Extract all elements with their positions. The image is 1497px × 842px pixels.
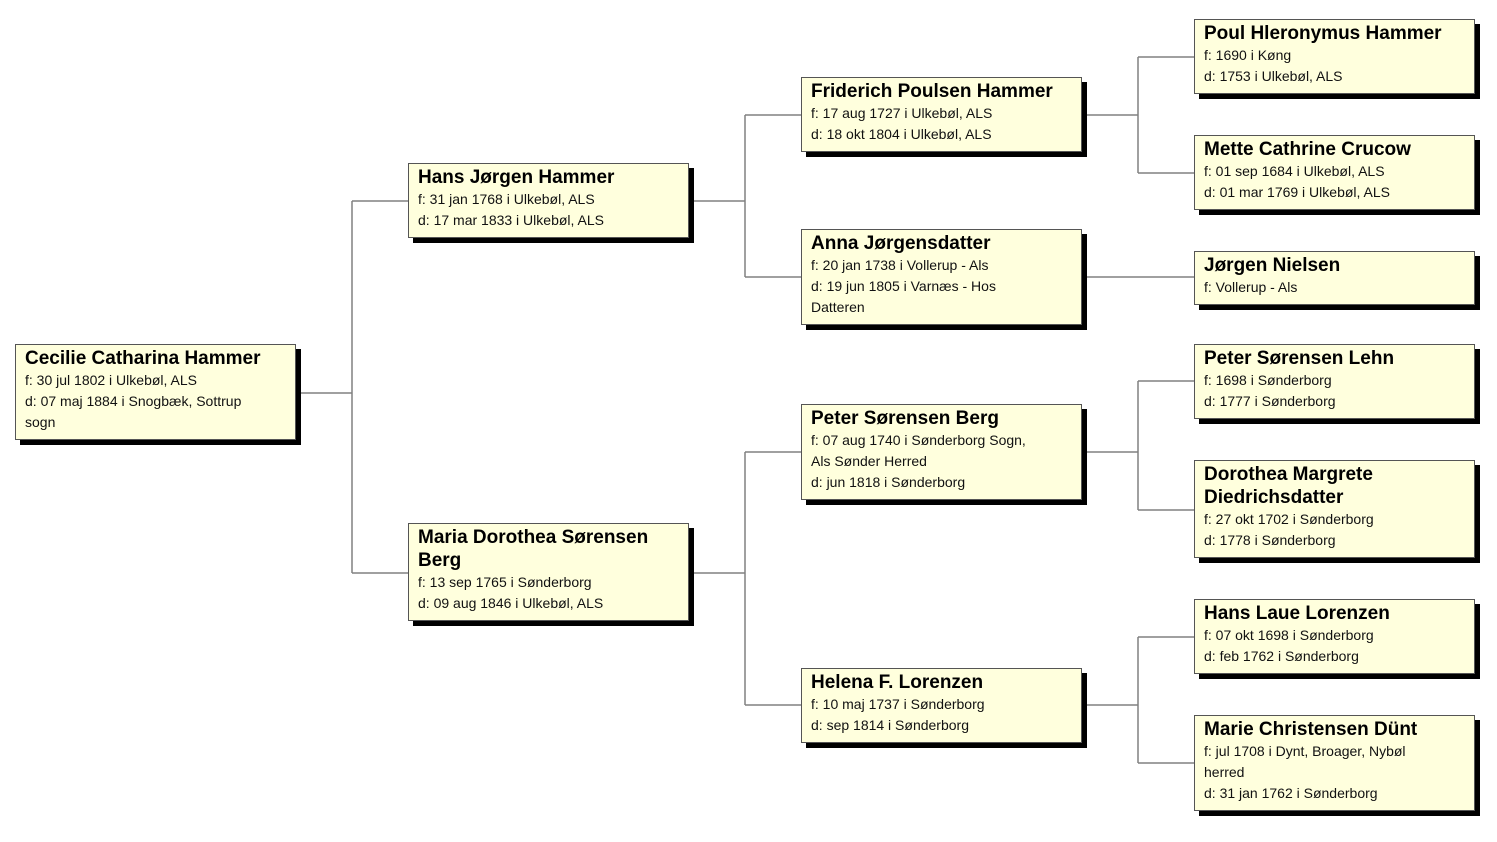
person-name: Peter Sørensen Lehn	[1204, 348, 1395, 369]
person-name: Hans Laue Lorenzen	[1204, 603, 1390, 624]
birth-info: f: 27 okt 1702 i Sønderborg	[1204, 511, 1374, 527]
death-info: d: 19 jun 1805 i Varnæs - Hos	[811, 278, 996, 294]
death-info: d: 1753 i Ulkebøl, ALS	[1204, 68, 1343, 84]
person-box-marie-christensen-dunt[interactable]: Marie Christensen Dünt f: jul 1708 i Dyn…	[1194, 715, 1475, 811]
person-box-hans-laue-lorenzen[interactable]: Hans Laue Lorenzen f: 07 okt 1698 i Sønd…	[1194, 599, 1475, 674]
person-name: Dorothea Margrete	[1204, 464, 1373, 485]
birth-info-continued: herred	[1204, 764, 1245, 780]
birth-info: f: 07 okt 1698 i Sønderborg	[1204, 627, 1374, 643]
person-box-anna-jorgensdatter[interactable]: Anna Jørgensdatter f: 20 jan 1738 i Voll…	[801, 229, 1082, 325]
person-name: Mette Cathrine Crucow	[1204, 139, 1411, 160]
birth-info: f: 1690 i Køng	[1204, 47, 1292, 63]
birth-info: f: Vollerup - Als	[1204, 279, 1298, 295]
death-info: d: jun 1818 i Sønderborg	[811, 474, 966, 490]
death-info: d: 1777 i Sønderborg	[1204, 393, 1336, 409]
person-box-poul-hleronymus-hammer[interactable]: Poul Hleronymus Hammer f: 1690 i Køng d:…	[1194, 19, 1475, 94]
person-box-cecilie-catharina-hammer[interactable]: Cecilie Catharina Hammer f: 30 jul 1802 …	[15, 344, 296, 440]
death-info: d: 09 aug 1846 i Ulkebøl, ALS	[418, 595, 604, 611]
death-info: d: 01 mar 1769 i Ulkebøl, ALS	[1204, 184, 1390, 200]
person-name: Helena F. Lorenzen	[811, 672, 984, 693]
birth-info: f: jul 1708 i Dynt, Broager, Nybøl	[1204, 743, 1406, 759]
person-box-helena-f-lorenzen[interactable]: Helena F. Lorenzen f: 10 maj 1737 i Sønd…	[801, 668, 1082, 743]
birth-info: f: 30 jul 1802 i Ulkebøl, ALS	[25, 372, 197, 388]
person-name: Jørgen Nielsen	[1204, 255, 1341, 276]
person-box-hans-jorgen-hammer[interactable]: Hans Jørgen Hammer f: 31 jan 1768 i Ulke…	[408, 163, 689, 238]
person-name-continued: Diedrichsdatter	[1204, 487, 1344, 508]
birth-info: f: 20 jan 1738 i Vollerup - Als	[811, 257, 989, 273]
person-box-peter-sorensen-berg[interactable]: Peter Sørensen Berg f: 07 aug 1740 i Søn…	[801, 404, 1082, 500]
person-box-jorgen-nielsen[interactable]: Jørgen Nielsen f: Vollerup - Als	[1194, 251, 1475, 305]
person-name: Anna Jørgensdatter	[811, 233, 991, 254]
person-box-mette-cathrine-crucow[interactable]: Mette Cathrine Crucow f: 01 sep 1684 i U…	[1194, 135, 1475, 210]
death-info: d: sep 1814 i Sønderborg	[811, 717, 969, 733]
death-info: d: 31 jan 1762 i Sønderborg	[1204, 785, 1378, 801]
death-info: d: feb 1762 i Sønderborg	[1204, 648, 1359, 664]
person-name: Marie Christensen Dünt	[1204, 719, 1418, 740]
death-info: d: 17 mar 1833 i Ulkebøl, ALS	[418, 212, 604, 228]
person-name: Hans Jørgen Hammer	[418, 167, 615, 188]
death-info: d: 1778 i Sønderborg	[1204, 532, 1336, 548]
birth-info: f: 07 aug 1740 i Sønderborg Sogn,	[811, 432, 1026, 448]
person-name: Maria Dorothea Sørensen	[418, 527, 649, 548]
death-info: d: 07 maj 1884 i Snogbæk, Sottrup	[25, 393, 242, 409]
person-box-dorothea-margrete-diedrichsdatter[interactable]: Dorothea Margrete Diedrichsdatter f: 27 …	[1194, 460, 1475, 558]
death-info: d: 18 okt 1804 i Ulkebøl, ALS	[811, 126, 992, 142]
birth-info: f: 17 aug 1727 i Ulkebøl, ALS	[811, 105, 993, 121]
death-info-continued: Datteren	[811, 299, 865, 315]
birth-info-continued: Als Sønder Herred	[811, 453, 927, 469]
person-name: Cecilie Catharina Hammer	[25, 348, 261, 369]
person-name: Friderich Poulsen Hammer	[811, 81, 1053, 102]
person-box-maria-dorothea-sorensen-berg[interactable]: Maria Dorothea Sørensen Berg f: 13 sep 1…	[408, 523, 689, 621]
birth-info: f: 10 maj 1737 i Sønderborg	[811, 696, 985, 712]
birth-info: f: 1698 i Sønderborg	[1204, 372, 1332, 388]
birth-info: f: 01 sep 1684 i Ulkebøl, ALS	[1204, 163, 1385, 179]
birth-info: f: 31 jan 1768 i Ulkebøl, ALS	[418, 191, 595, 207]
person-box-peter-sorensen-lehn[interactable]: Peter Sørensen Lehn f: 1698 i Sønderborg…	[1194, 344, 1475, 419]
death-info-continued: sogn	[25, 414, 56, 430]
person-name: Peter Sørensen Berg	[811, 408, 999, 429]
person-name: Poul Hleronymus Hammer	[1204, 23, 1442, 44]
birth-info: f: 13 sep 1765 i Sønderborg	[418, 574, 592, 590]
person-name-continued: Berg	[418, 550, 462, 571]
person-box-friderich-poulsen-hammer[interactable]: Friderich Poulsen Hammer f: 17 aug 1727 …	[801, 77, 1082, 152]
